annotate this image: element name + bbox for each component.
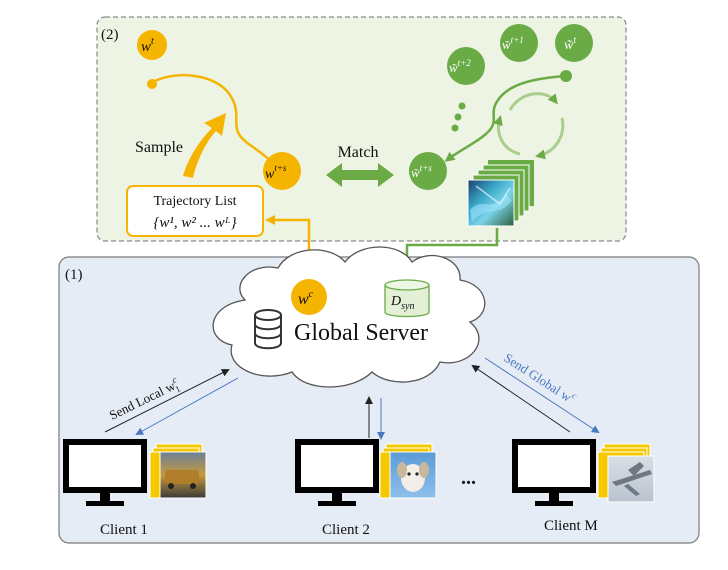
client-2-monitor-icon — [295, 439, 379, 506]
trajectory-list-box — [126, 185, 264, 237]
cycle-arrow-right — [535, 117, 565, 160]
match-arrow — [326, 163, 394, 187]
w-tilde-t-label: w̃t — [564, 35, 576, 53]
synthetic-curve — [444, 74, 566, 162]
synthetic-start-dot — [560, 70, 572, 82]
match-label: Match — [338, 144, 379, 161]
client-m-label: Client M — [544, 518, 598, 534]
w-tilde-t-node — [555, 24, 593, 62]
client-2-image-stack — [379, 443, 437, 499]
synthetic-dot-1 — [458, 102, 466, 110]
sample-label: Sample — [135, 139, 183, 156]
w-t-node — [137, 30, 167, 60]
w-c-node — [291, 279, 327, 315]
trajectory-curve — [149, 73, 278, 168]
w-tilde-ts-node — [409, 152, 447, 190]
client-m-monitor-icon — [512, 439, 596, 506]
database-icon — [254, 309, 282, 350]
panel-2-label: (2) — [101, 27, 119, 43]
w-tilde-t1-label: w̃t+1 — [502, 35, 524, 52]
w-tilde-ts-label: w̃t+s — [411, 163, 432, 180]
synthetic-dot-3 — [451, 124, 459, 132]
cycle-arrow-left — [493, 115, 521, 156]
client-1-monitor-icon — [63, 439, 147, 506]
client1-upload-arrow — [104, 369, 230, 433]
sample-arrow — [183, 113, 226, 178]
w-c-label: wc — [298, 289, 314, 308]
w-tilde-t2-label: w̃t+2 — [449, 58, 471, 75]
w-tilde-t1-node — [500, 24, 538, 62]
client-m-image-stack — [597, 443, 655, 503]
trajectory-start-dot — [147, 79, 157, 89]
global-server-title: Global Server — [294, 320, 428, 346]
clients-ellipsis: ... — [461, 467, 476, 489]
dsyn-label: Dsyn — [390, 294, 414, 312]
panel-1-label: (1) — [65, 267, 83, 283]
w-ts-label: wt+s — [265, 163, 287, 182]
trajectory-list-content: {w¹, w² ... wᴸ} — [153, 215, 236, 231]
client1-download-arrow — [135, 377, 239, 435]
dsyn-cylinder — [384, 279, 430, 318]
client-1-label: Client 1 — [100, 522, 148, 538]
clientm-upload-arrow — [471, 364, 571, 433]
w-t-label: wt — [141, 36, 154, 55]
w-tilde-t2-node — [447, 47, 485, 85]
synthetic-image-stack — [467, 160, 534, 227]
w-ts-node — [263, 152, 301, 190]
cycle-arrow-top — [508, 92, 558, 111]
clientm-download-arrow — [484, 357, 600, 434]
trajectory-list-title: Trajectory List — [153, 194, 236, 209]
client-1-image-stack — [149, 443, 207, 499]
client-2-label: Client 2 — [322, 522, 370, 538]
synthetic-dot-2 — [454, 113, 462, 121]
